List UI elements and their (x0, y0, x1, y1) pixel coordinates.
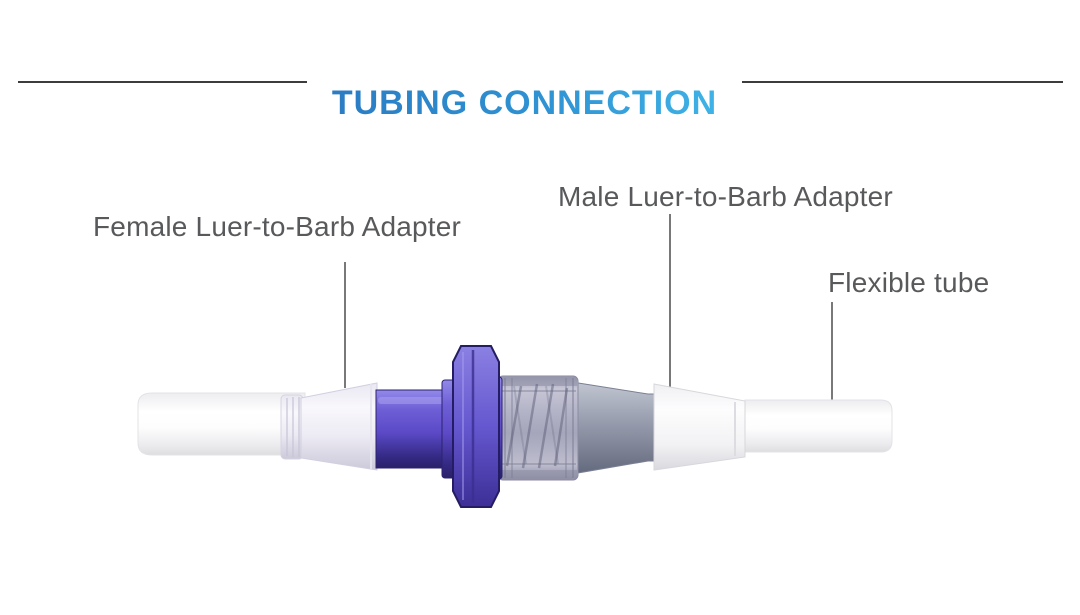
thread-spiral (537, 383, 555, 469)
flange-plate (452, 345, 500, 508)
label-female-luer-to-barb-adapter: Female Luer-to-Barb Adapter (93, 211, 462, 242)
right-flexible-tube (744, 399, 893, 453)
label-male-luer-to-barb-adapter: Male Luer-to-Barb Adapter (558, 181, 893, 212)
male-luer-to-barb-adapter (653, 383, 746, 471)
male-connector-taper (571, 381, 655, 475)
male-adapter-cone (653, 383, 746, 471)
thread-spiral (545, 385, 559, 465)
purple-connector-body (375, 379, 465, 479)
left-flexible-tube (137, 392, 306, 456)
female-adapter-cone (300, 382, 378, 471)
nut-top-rim (499, 377, 577, 386)
thread-spiral (513, 385, 527, 465)
thread-spiral (553, 387, 569, 467)
title-divider-left (18, 81, 307, 83)
thread-spiral (521, 383, 539, 469)
luer-lock-nut (497, 375, 579, 481)
purple-wing-flange (452, 345, 500, 508)
page-title: TUBING CONNECTION (307, 84, 742, 123)
thread-spiral (505, 385, 523, 467)
purple-highlight (378, 397, 446, 404)
title-divider-right (742, 81, 1063, 83)
female-luer-to-barb-adapter (280, 382, 378, 471)
label-flexible-tube: Flexible tube (828, 267, 990, 298)
purple-barb-cylinder (375, 389, 449, 469)
nut-bottom-rim (499, 470, 577, 479)
